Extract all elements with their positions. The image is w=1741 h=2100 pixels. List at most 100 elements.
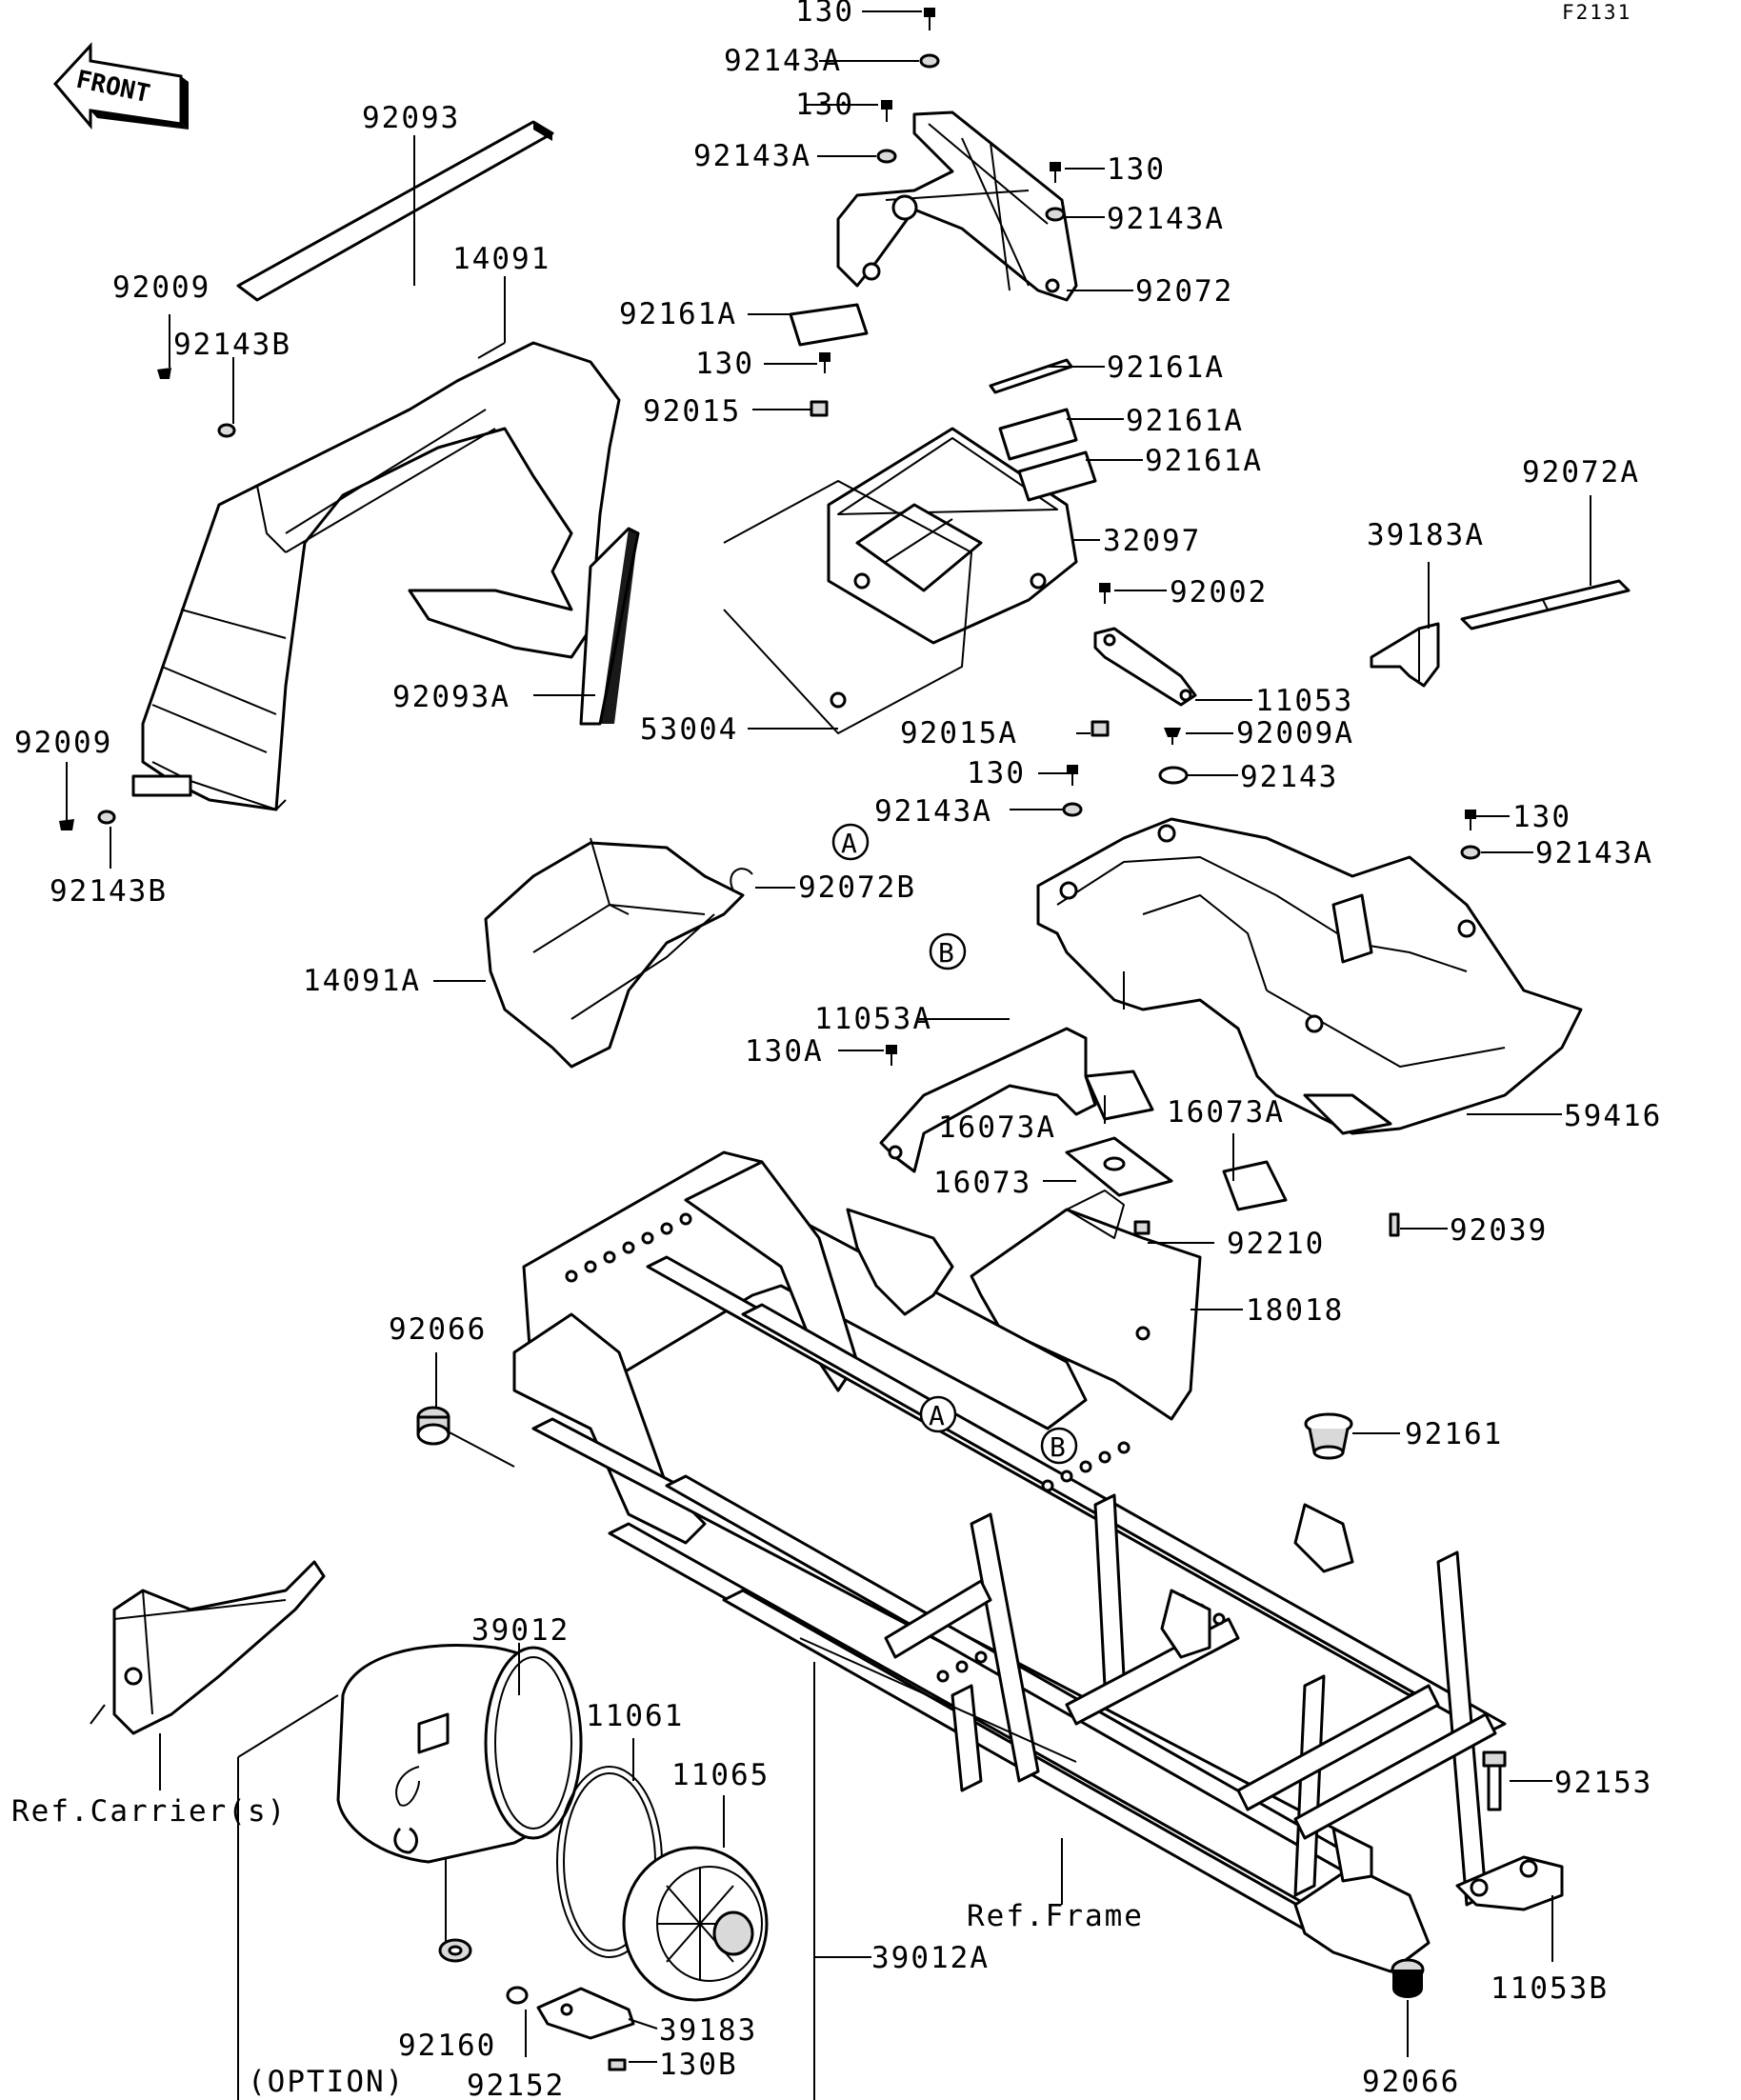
cover-39012 [336,1644,583,1864]
callout-92009: 92009 [112,270,210,305]
callout-16073a: 16073A [1167,1095,1285,1130]
strip-92093a [579,527,640,726]
bracket-11053 [1093,627,1197,707]
callout-92143b: 92143B [173,328,291,362]
callout-92143: 92143 [1240,760,1338,794]
washer-92143a-d [1062,802,1083,817]
callout-92072b: 92072B [798,870,916,905]
callout-18018: 18018 [1246,1293,1344,1328]
callout-92093: 92093 [362,101,460,135]
callout-11061: 11061 [586,1699,684,1733]
washer-92143a-c [1045,207,1066,222]
washer-92143b-left [97,810,116,825]
callout-53004: 53004 [640,712,738,747]
callout-11065: 11065 [671,1758,770,1792]
cap-92161 [1304,1412,1353,1460]
callout-130a: 130A [745,1034,824,1069]
callout-130: 130 [695,347,754,381]
callout-92015: 92015 [643,394,741,429]
leader-lines [66,10,1591,2100]
front-direction-arrow: FRONT [53,42,189,130]
callout-92161a: 92161A [1107,350,1225,385]
main-frame [512,1150,1507,1973]
callout-92009: 92009 [14,726,112,760]
callout-92143a: 92143A [874,794,992,829]
callout-11053b: 11053B [1491,1971,1609,2006]
callout-92161a: 92161A [619,297,737,331]
spacer-16073a-1 [1084,1070,1154,1121]
bolt-130-d [819,352,830,373]
callout-92002: 92002 [1170,575,1268,610]
callout-14091a: 14091A [303,964,421,998]
nut-92015a [1091,720,1110,737]
callout-92066: 92066 [389,1312,487,1347]
callout-130: 130 [795,88,854,122]
callout-11053: 11053 [1255,684,1353,718]
callout-92009a: 92009A [1236,716,1354,750]
tray-18018 [970,1190,1202,1421]
strip-92093 [236,120,554,302]
sheet-53004 [723,480,972,734]
callout-labels: 130 92143A 130 92143A 130 92143A 92072 9… [11,0,1660,2100]
callout-92072: 92072 [1135,274,1233,309]
callout-92143a: 92143A [693,139,811,173]
callout-92161a: 92161A [1126,404,1244,438]
svg-text:A: A [841,828,857,859]
bolt-130-a [924,8,935,30]
callout-92153: 92153 [1554,1766,1652,1800]
ref-marker-b-upper: B [929,932,967,970]
ref-carrier [90,1560,326,1735]
bolt-130b [608,2058,627,2071]
svg-text:B: B [1050,1431,1066,1463]
callout-92143b: 92143B [50,874,168,909]
callout-92143a: 92143A [724,44,842,78]
washer-92152 [506,1986,529,2005]
callout-39183a: 39183A [1367,518,1485,552]
callout-92161a: 92161A [1145,444,1263,478]
bolt-130-f [1465,810,1476,830]
bracket-59416 [1036,817,1583,1135]
bolt-130-b [881,100,892,122]
callout-92015a: 92015A [900,716,1018,750]
bracket-92072 [836,110,1078,302]
spacer-16073a-2 [1222,1160,1288,1211]
plate-16073 [1065,1136,1173,1197]
callout-130: 130 [1107,152,1166,187]
callout-ref-carriers: Ref.Carrier(s) [11,1794,287,1829]
ref-marker-a-upper: A [831,823,870,861]
callout-92210: 92210 [1227,1227,1325,1261]
callout-16073: 16073 [933,1166,1031,1200]
ref-marker-b-lower: B [1040,1427,1078,1465]
bracket-11053b [1455,1855,1564,1911]
clip-92039 [1389,1212,1400,1237]
callout-39183: 39183 [659,2013,757,2048]
screw-92009-top [157,368,171,379]
callout-92161: 92161 [1405,1417,1503,1451]
washer-92143b-top [217,423,236,438]
callout-option: (OPTION) [248,2065,405,2099]
callout-14091: 14091 [452,242,550,276]
callout-92066: 92066 [1362,2065,1460,2099]
cover-14091a [484,837,745,1069]
svg-text:B: B [938,937,954,969]
grommet-92066-upper [416,1406,450,1446]
strip-92072a [1460,579,1631,630]
callout-16073a: 16073A [938,1110,1056,1145]
washer-92143a-e [1460,845,1481,860]
bolt-130-c [1050,162,1061,183]
bolt-130-e [1067,765,1078,786]
pad-92161a-3 [998,408,1078,461]
nut-92015 [810,400,829,417]
figure-id: F2131 [1562,1,1631,24]
svg-text:A: A [929,1400,945,1431]
bolt-92002 [1099,583,1111,604]
callout-39012: 39012 [471,1613,570,1648]
pad-92161a-1 [789,303,869,347]
cover-14091 [131,341,621,811]
callout-92160: 92160 [398,2029,496,2063]
callout-130: 130 [795,0,854,29]
callout-92039: 92039 [1450,1213,1548,1248]
callout-130: 130 [1512,800,1571,834]
bolt-130a [886,1045,897,1066]
